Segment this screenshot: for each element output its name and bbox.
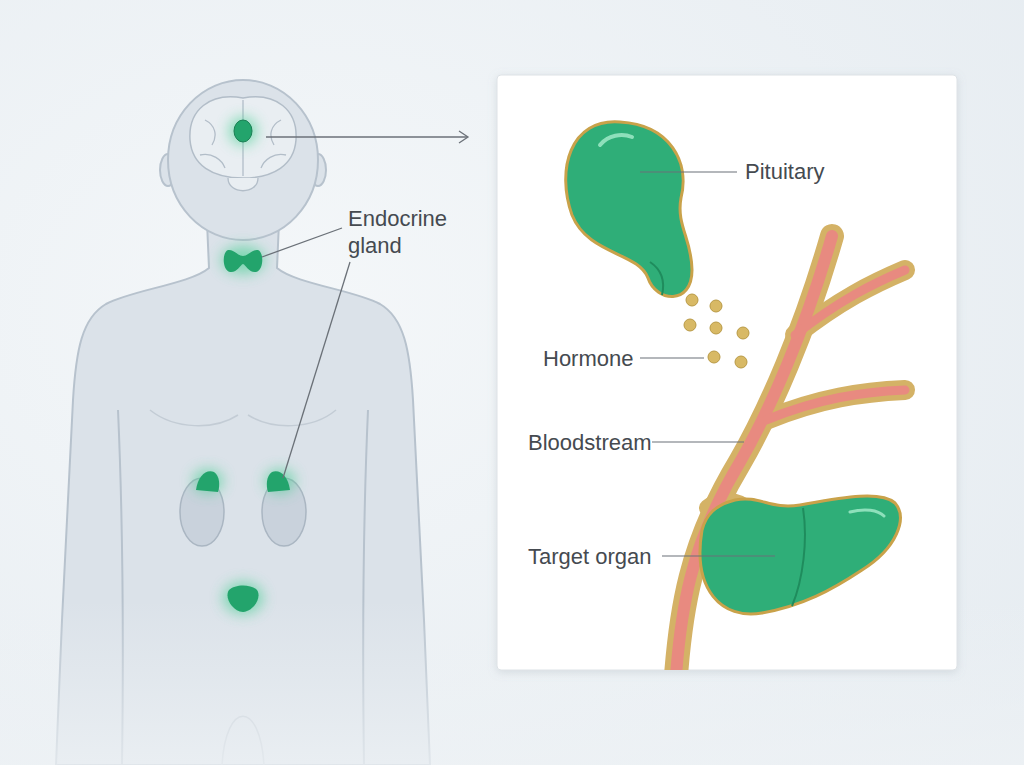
detail-illustration [566, 122, 905, 670]
zoom-arrow [266, 136, 467, 137]
chest-line [248, 410, 336, 426]
leader-line [662, 555, 775, 556]
leader-line [640, 357, 704, 358]
zoom-arrowhead [459, 131, 468, 143]
blood-vessel [675, 236, 905, 670]
leader-line [640, 171, 737, 172]
chest-line [150, 410, 238, 426]
part-label: Hormone [543, 345, 633, 372]
leader-line [283, 262, 350, 478]
gland-fold [650, 262, 663, 295]
head [168, 80, 318, 240]
gland-label: Endocrine gland [348, 205, 466, 259]
leader-line [262, 228, 342, 257]
target-organ-liver [700, 496, 900, 614]
leader-line [652, 441, 744, 442]
pelvic-gland [223, 582, 263, 614]
adrenal-gland [193, 469, 223, 493]
glands [193, 117, 295, 614]
detail-panel [497, 75, 957, 670]
adrenal-gland [265, 469, 295, 493]
pituitary-gland-small [229, 117, 257, 145]
hormone-dots [684, 294, 749, 368]
part-label: Target organ [528, 543, 652, 570]
brainstem [228, 178, 258, 191]
thyroid-gland [221, 246, 265, 274]
organ-highlight [850, 510, 884, 516]
gland-highlight [600, 135, 632, 145]
brain-folds [200, 100, 286, 176]
pituitary-gland [566, 122, 692, 297]
part-label: Pituitary [745, 158, 824, 185]
part-label: Bloodstream [528, 429, 652, 456]
liver-lobe-line [792, 508, 805, 606]
